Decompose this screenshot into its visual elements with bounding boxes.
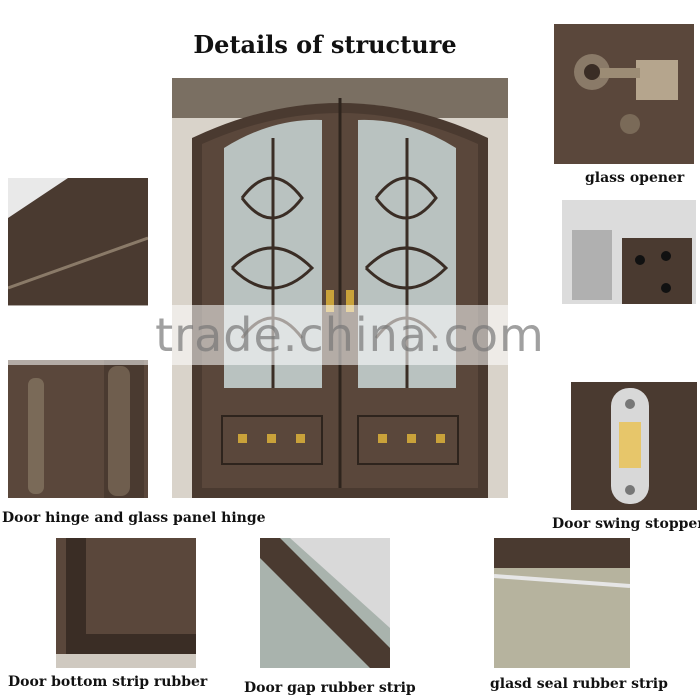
glass-seal-strip-photo [494,538,630,668]
glass-seal-caption: glasd seal rubber strip [490,676,668,692]
door-hinge-photo [8,360,148,498]
glass-opener-photo [554,24,694,164]
double-door-photo [172,78,508,498]
swing-stopper-caption: Door swing stopper [552,516,700,532]
door-frame-detail-photo [8,178,148,306]
door-swing-stopper-photo [571,382,697,510]
bottom-strip-caption: Door bottom strip rubber [8,674,208,690]
door-gap-strip-photo [260,538,390,668]
gap-strip-caption: Door gap rubber strip [244,680,416,696]
page-title: Details of structure [193,30,457,59]
glass-opener-caption: glass opener [585,170,685,186]
glass-panel-hinge-photo [562,200,696,304]
hinge-caption: Door hinge and glass panel hinge [2,510,266,526]
door-bottom-strip-photo [56,538,196,668]
watermark: trade.china.com [0,305,700,365]
